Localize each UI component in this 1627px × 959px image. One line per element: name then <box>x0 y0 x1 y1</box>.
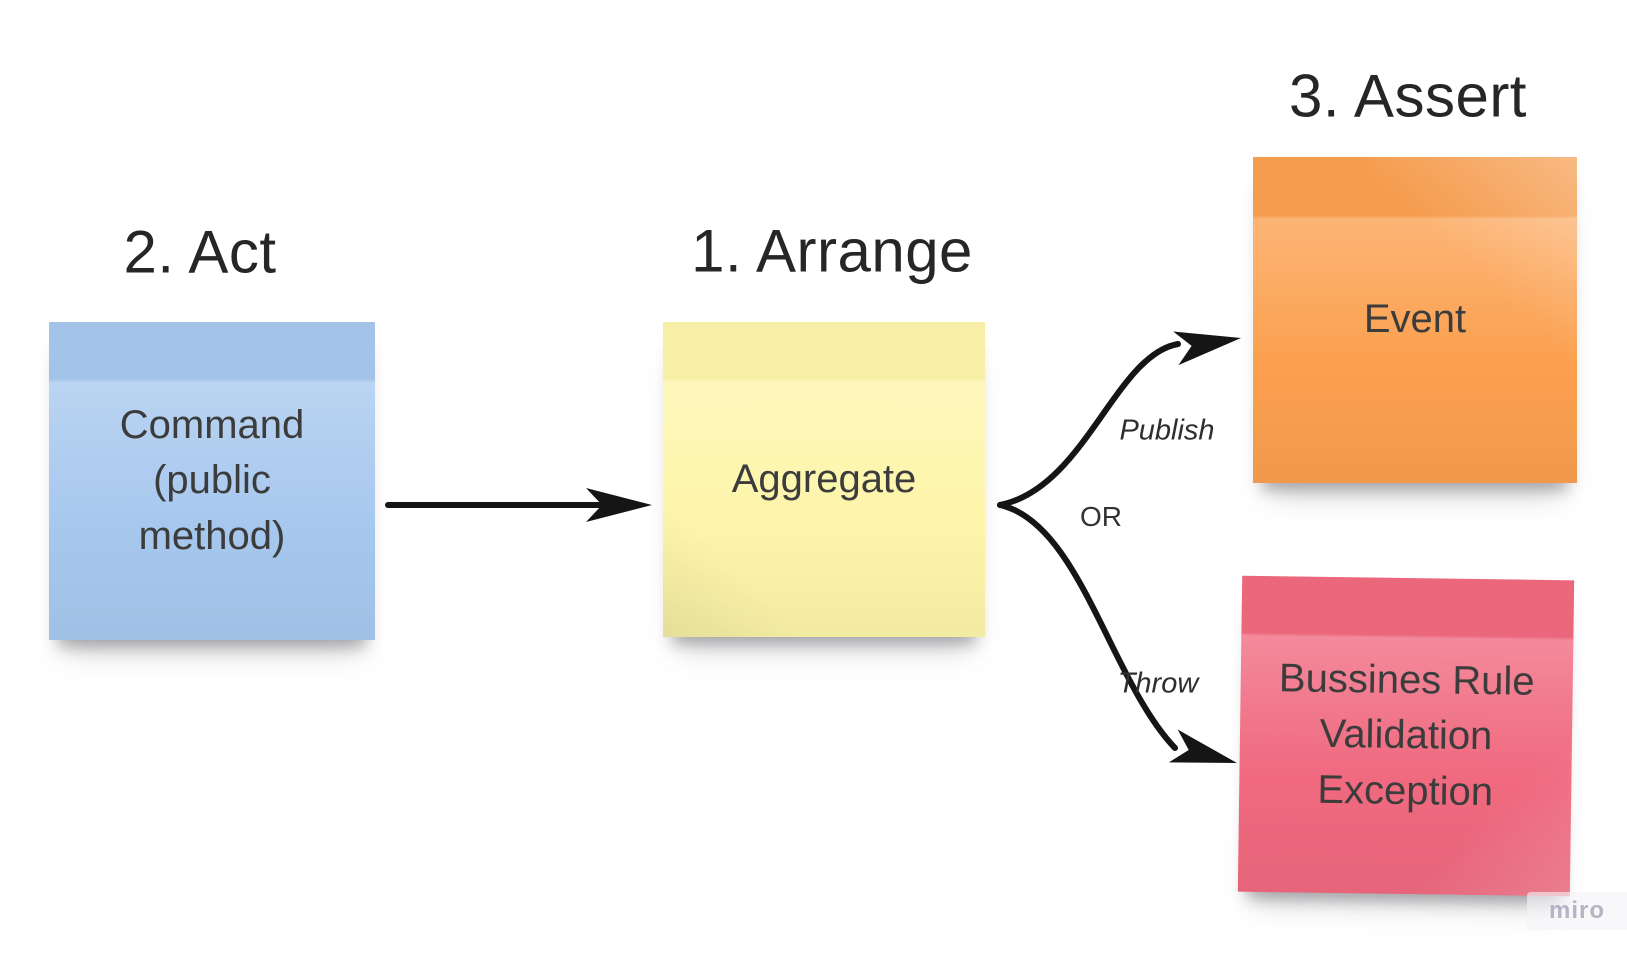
sticky-note-command-text: Command (public method) <box>119 403 305 558</box>
heading-assert[interactable]: 3. Assert <box>1289 62 1527 130</box>
edge-label-throw[interactable]: Throw <box>1117 667 1199 700</box>
sticky-note-event-text: Event <box>1363 297 1467 342</box>
arrowhead-to-event-icon <box>1173 331 1241 366</box>
arrowhead-to-aggregate-icon <box>586 488 652 522</box>
edge-label-or[interactable]: OR <box>1080 501 1122 532</box>
sticky-note-command[interactable]: Command (public method) <box>49 322 375 640</box>
arrowhead-to-exception-icon <box>1168 729 1237 763</box>
sticky-note-event[interactable]: Event <box>1253 157 1577 483</box>
connector-aggregate-to-event[interactable] <box>997 321 1244 508</box>
connector-command-to-aggregate[interactable] <box>385 488 652 522</box>
miro-logo-text: miro <box>1548 897 1605 924</box>
connector-aggregate-to-exception-line <box>997 502 1178 751</box>
heading-act[interactable]: 2. Act <box>123 218 277 286</box>
miro-watermark: miro <box>1527 892 1627 930</box>
heading-arrange[interactable]: 1. Arrange <box>691 217 973 285</box>
sticky-note-aggregate-text: Aggregate <box>731 456 917 501</box>
sticky-note-aggregate[interactable]: Aggregate <box>663 322 985 637</box>
edge-label-publish[interactable]: Publish <box>1119 414 1215 447</box>
connector-aggregate-to-exception[interactable] <box>997 502 1241 779</box>
connector-aggregate-to-event-line <box>997 341 1181 508</box>
